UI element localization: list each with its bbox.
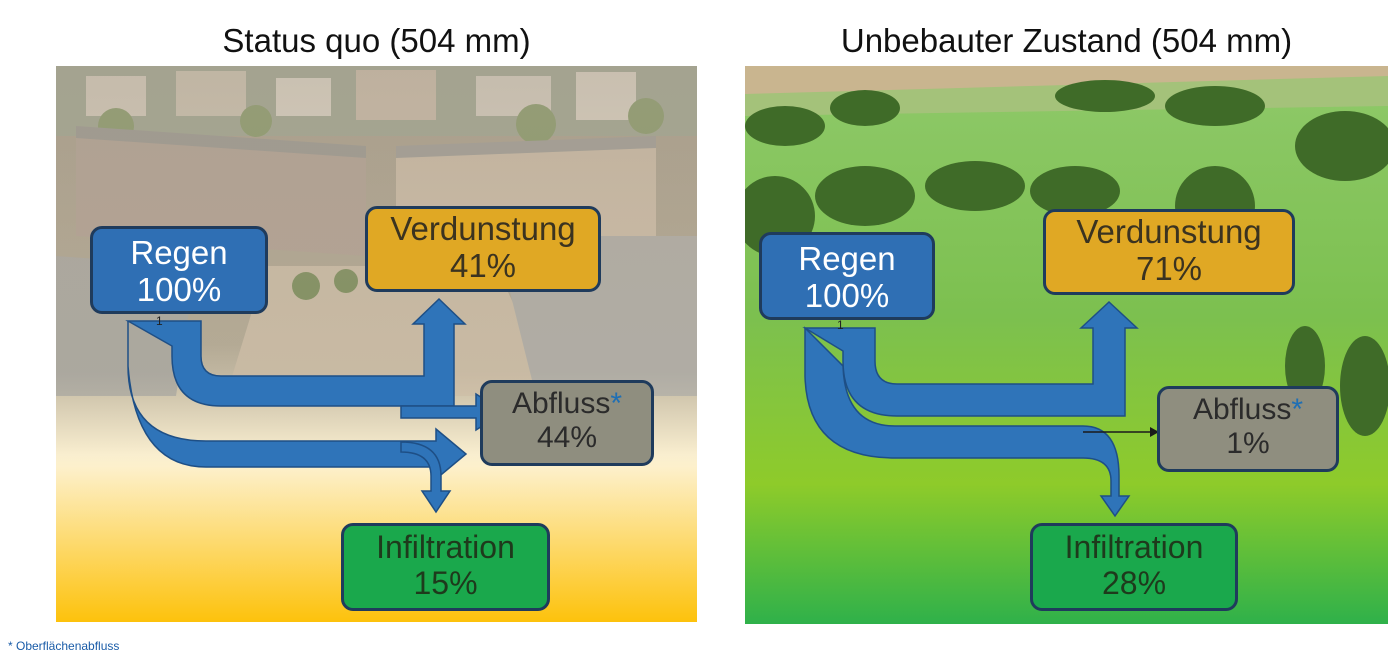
panel-unbebaut: 1 Regen 100% Verdunstung 71% Abfluss* 1%… (745, 66, 1388, 624)
verdunstung-label: Verdunstung (1076, 213, 1262, 250)
regen-value: 100% (136, 270, 222, 308)
panel-title-unbebaut: Unbebauter Zustand (504 mm) (840, 22, 1293, 59)
verdunstung-box: Verdunstung 71% (1043, 209, 1295, 295)
infiltration-box: Infiltration 28% (1030, 523, 1238, 611)
verdunstung-label: Verdunstung (390, 210, 576, 247)
abfluss-footnote-marker: * (610, 387, 623, 420)
infiltration-value: 15% (413, 564, 478, 601)
abfluss-box: Abfluss* 44% (480, 380, 654, 466)
panel-title-status-quo: Status quo (504 mm) (222, 22, 531, 59)
verdunstung-value: 71% (1135, 249, 1203, 287)
abfluss-value: 1% (1226, 426, 1270, 460)
verdunstung-value: 41% (449, 246, 517, 284)
infiltration-label: Infiltration (1064, 529, 1204, 565)
regen-label: Regen (798, 240, 896, 277)
infiltration-box: Infiltration 15% (341, 523, 550, 611)
regen-box: Regen 100% (90, 226, 268, 314)
abfluss-footnote-marker: * (1291, 393, 1304, 426)
tick-mark: 1 (156, 314, 163, 328)
verdunstung-box: Verdunstung 41% (365, 206, 601, 292)
abfluss-label: Abfluss* (511, 387, 623, 420)
footnote: * Oberflächenabfluss (8, 639, 120, 653)
infiltration-label: Infiltration (376, 529, 515, 565)
regen-label: Regen (130, 234, 228, 271)
city-background-illustration (56, 66, 697, 622)
abfluss-value: 44% (536, 420, 598, 454)
panel-status-quo: 1 Regen 100% Verdunstung 41% Abfluss* 44… (56, 66, 697, 622)
tick-mark: 1 (837, 318, 844, 332)
regen-value: 100% (804, 276, 890, 314)
infiltration-value: 28% (1101, 564, 1167, 601)
abfluss-label: Abfluss* (1192, 393, 1304, 426)
abfluss-box: Abfluss* 1% (1157, 386, 1339, 472)
regen-box: Regen 100% (759, 232, 935, 320)
